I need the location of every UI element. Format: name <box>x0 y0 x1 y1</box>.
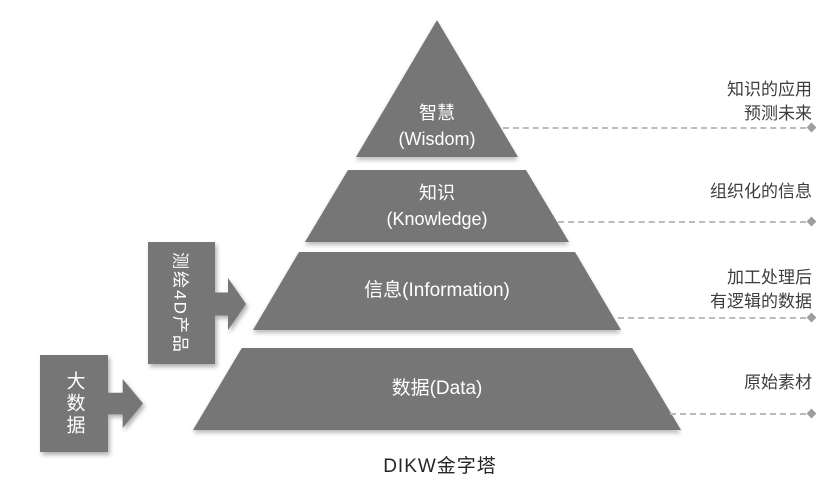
big-data-box: 大数据 <box>40 355 108 452</box>
annotation-information: 加工处理后 有逻辑的数据 <box>710 266 812 314</box>
surveying-4d-box: 测绘4D产品 <box>148 242 215 364</box>
annotation-data-line1: 原始素材 <box>744 373 812 392</box>
pyramid-level-information: 信息(Information) <box>253 252 621 330</box>
callout-surveying-4d-products: 测绘4D产品 <box>148 242 246 364</box>
annotation-information-line1: 加工处理后 <box>727 268 812 287</box>
annotation-knowledge: 组织化的信息 <box>710 180 812 204</box>
surveying-4d-label: 测绘4D产品 <box>170 252 189 354</box>
annotation-wisdom-line2: 预测未来 <box>744 104 812 123</box>
pyramid-level-data: 数据(Data) <box>193 348 681 430</box>
annotation-data: 原始素材 <box>744 371 812 395</box>
wisdom-label-zh: 智慧 <box>419 103 455 123</box>
diamond-marker-icon <box>806 312 817 323</box>
annotation-wisdom: 知识的应用 预测未来 <box>727 78 812 126</box>
information-trapezoid: 信息(Information) <box>253 252 621 330</box>
dashed-connector-line-data <box>670 413 806 415</box>
arrow-right-icon <box>108 379 143 428</box>
knowledge-trapezoid: 知识 (Knowledge) <box>305 170 569 242</box>
pyramid-level-knowledge: 知识 (Knowledge) <box>305 170 569 242</box>
information-label: 信息(Information) <box>364 280 510 301</box>
diamond-marker-icon <box>806 408 817 419</box>
data-label: 数据(Data) <box>391 378 483 399</box>
big-data-label: 大数据 <box>63 370 85 437</box>
arrow-right-icon <box>215 278 246 330</box>
diagram-caption: DIKW金字塔 <box>383 456 497 477</box>
knowledge-label-zh: 知识 <box>419 183 455 203</box>
wisdom-triangle: 智慧 (Wisdom) <box>356 20 518 157</box>
data-trapezoid: 数据(Data) <box>193 348 681 430</box>
annotation-wisdom-line1: 知识的应用 <box>727 80 812 99</box>
wisdom-label-en: (Wisdom) <box>398 129 476 149</box>
pyramid-level-wisdom: 智慧 (Wisdom) <box>356 20 518 157</box>
knowledge-label-en: (Knowledge) <box>386 209 488 229</box>
annotation-knowledge-line1: 组织化的信息 <box>710 182 812 201</box>
dashed-connector-line-information <box>618 317 806 319</box>
dashed-connector-line-knowledge <box>558 221 806 223</box>
callout-big-data: 大数据 <box>40 355 143 452</box>
annotation-information-line2: 有逻辑的数据 <box>710 292 812 311</box>
diamond-marker-icon <box>806 216 817 227</box>
dashed-connector-line-wisdom <box>503 127 806 129</box>
